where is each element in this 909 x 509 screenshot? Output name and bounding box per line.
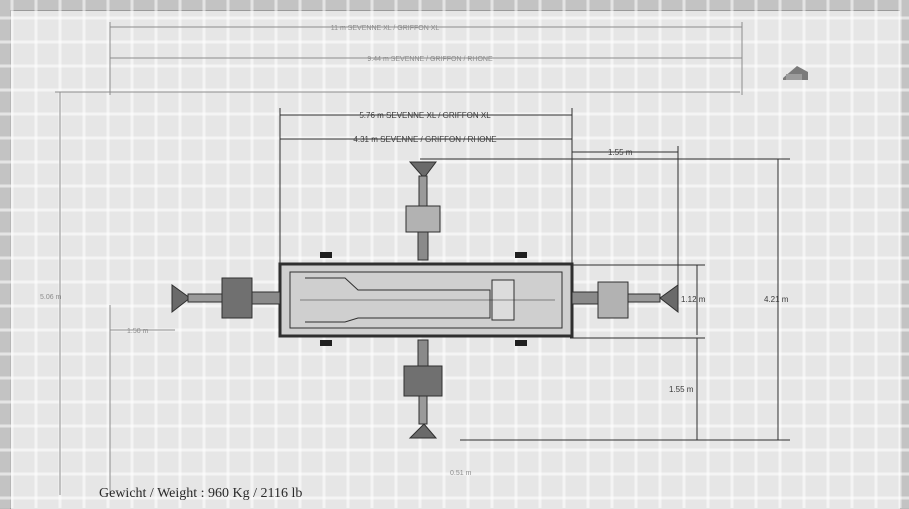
weight-label: Gewicht / Weight :	[99, 486, 205, 501]
left-offset-dimension	[109, 305, 175, 495]
left-outrigger	[171, 277, 281, 319]
bottom-outrigger	[403, 339, 443, 439]
beam-dimension-xl	[279, 108, 573, 270]
weight-value: 960 Kg / 2116 lb	[208, 486, 303, 501]
dim-overall-height: 4.21 m	[764, 295, 789, 304]
dim-lower-offset: 1.55 m	[669, 385, 694, 394]
dim-beam: 4.31 m SEVENNE / GRIFFON / RHONE	[353, 135, 496, 144]
dim-outrigger-offset: 1.55 m	[608, 148, 633, 157]
right-height-dimensions	[420, 158, 790, 441]
outrigger-offset-dimension	[572, 146, 679, 300]
dim-left-height: 5.06 m	[40, 294, 62, 301]
dim-total-width-xl: 11 m SEVENNE XL / GRIFFON XL	[331, 25, 440, 32]
weight-caption: Gewicht / Weight : 960 Kg / 2116 lb	[99, 486, 302, 502]
right-outrigger	[571, 281, 679, 319]
dim-beam-xl: 5.76 m SEVENNE XL / GRIFFON XL	[359, 111, 491, 120]
central-frame	[278, 262, 574, 338]
left-height-dimension	[55, 91, 740, 495]
corner-pads	[320, 252, 527, 346]
dim-bottom-label: 0.51 m	[450, 470, 472, 477]
dim-frame-width: 1.12 m	[681, 295, 706, 304]
machine-thumbnail-icon	[783, 66, 808, 80]
dim-left-offset: 1.50 m	[127, 328, 149, 335]
dim-total-width: 9.44 m SEVENNE / GRIFFON / RHONE	[367, 56, 493, 63]
top-outrigger	[405, 161, 441, 261]
